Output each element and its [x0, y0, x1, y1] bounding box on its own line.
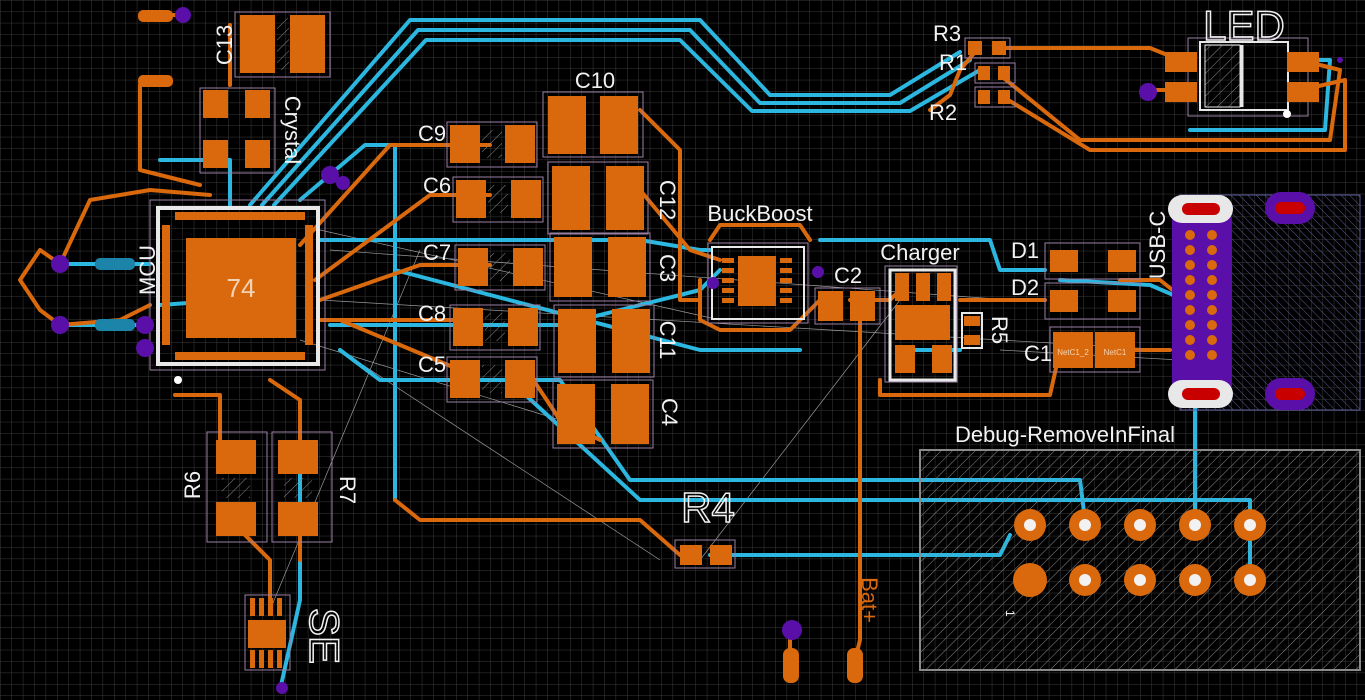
c4-ref-label: C4	[657, 398, 682, 426]
c12-ref-label: C12	[655, 180, 680, 220]
d2-footprint[interactable]: D2	[1011, 275, 1141, 320]
charger-ref-label: Charger	[880, 240, 959, 265]
c11-footprint[interactable]: C11	[553, 304, 680, 378]
r3-ref-label: R3	[933, 21, 961, 46]
r4-ref-label: R4	[681, 484, 735, 531]
c11-ref-label: C11	[655, 321, 680, 360]
se-ref-label: SE	[301, 608, 348, 664]
c1-pad-net-1: NetC1_2	[1057, 348, 1089, 357]
debug-ref-label: Debug-RemoveInFinal	[955, 422, 1175, 447]
c5-ref-label: C5	[418, 352, 446, 377]
d1-ref-label: D1	[1011, 238, 1039, 263]
c7-footprint[interactable]: C7	[423, 240, 546, 291]
usb-c-footprint[interactable]: USB-C	[1145, 192, 1361, 411]
r6-footprint[interactable]: R6	[180, 431, 268, 543]
usb-c-pins	[1185, 230, 1217, 360]
r2-ref-label: R2	[929, 100, 957, 125]
usb-c-ref-label: USB-C	[1145, 211, 1170, 280]
pad-top-left-2	[138, 75, 173, 87]
r4-footprint[interactable]: R4	[674, 483, 736, 569]
c3-footprint[interactable]: C3	[549, 232, 680, 302]
mcu-ref-label: MCU	[135, 245, 160, 295]
r2-footprint[interactable]: R2	[929, 86, 1016, 125]
mcu-pin1-marker	[174, 376, 182, 384]
c10-footprint[interactable]: C10	[542, 68, 644, 158]
mcu-footprint[interactable]: 74 MCU	[135, 199, 326, 384]
c9-footprint[interactable]: C9	[418, 121, 538, 168]
c8-ref-label: C8	[418, 301, 446, 326]
c9-ref-label: C9	[418, 121, 446, 146]
c13-footprint[interactable]: C13	[212, 11, 331, 78]
c7-ref-label: C7	[423, 240, 451, 265]
charger-footprint[interactable]: Charger	[880, 240, 960, 383]
mcu-body-text: 74	[227, 273, 256, 303]
mcu-pins	[162, 212, 313, 360]
led-footprint[interactable]: LED	[1165, 1, 1319, 118]
bat-plus-footprint[interactable]: Bat+	[782, 577, 882, 683]
r7-ref-label: R7	[335, 476, 360, 504]
r6-ref-label: R6	[180, 471, 205, 499]
c3-ref-label: C3	[655, 254, 680, 282]
c1-footprint[interactable]: NetC1_2 NetC1 C1	[1024, 326, 1141, 373]
vias	[51, 7, 1343, 357]
bat-plus-ref-label: Bat+	[857, 577, 882, 623]
c8-footprint[interactable]: C8	[418, 301, 541, 351]
c4-footprint[interactable]: C4	[552, 379, 682, 449]
c2-footprint[interactable]: C2	[814, 263, 881, 325]
c5-footprint[interactable]: C5	[418, 352, 538, 403]
r3-footprint[interactable]: R3	[933, 21, 1011, 59]
debug-pin1-label: 1	[1003, 610, 1017, 617]
crystal-ref-label: Crystal	[280, 96, 305, 164]
r5-footprint[interactable]: R5	[961, 312, 1012, 349]
mcu-body-pad	[186, 238, 296, 338]
debug-header-pins	[1013, 509, 1266, 597]
c10-ref-label: C10	[575, 68, 615, 93]
d2-ref-label: D2	[1011, 275, 1039, 300]
crystal-footprint[interactable]: Crystal	[199, 87, 305, 174]
bottom-pad-2	[95, 319, 135, 331]
c1-ref-label: C1	[1024, 341, 1052, 366]
c13-ref-label: C13	[212, 25, 237, 65]
buckboost-ref-label: BuckBoost	[707, 201, 812, 226]
led-ref-label: LED	[1203, 2, 1285, 49]
r1-ref-label: R1	[939, 50, 967, 75]
r5-ref-label: R5	[987, 316, 1012, 344]
c6-footprint[interactable]: C6	[423, 173, 544, 223]
se-footprint[interactable]: SE	[244, 594, 349, 694]
c12-footprint[interactable]: C12	[547, 161, 680, 235]
c6-ref-label: C6	[423, 173, 451, 198]
r1-footprint[interactable]: R1	[939, 50, 1016, 84]
bottom-pad-1	[95, 258, 135, 270]
debug-header-footprint[interactable]: 1 Debug-RemoveInFinal	[919, 422, 1361, 671]
c1-pad-net-2: NetC1	[1104, 348, 1127, 357]
buckboost-footprint[interactable]: BuckBoost	[707, 201, 824, 324]
mcu-outline	[156, 206, 320, 366]
r7-footprint[interactable]: R7	[271, 431, 360, 543]
c2-ref-label: C2	[834, 263, 862, 288]
mcu-courtyard	[149, 199, 326, 371]
d1-footprint[interactable]: D1	[1011, 238, 1141, 280]
pad-top-left-1	[138, 10, 173, 22]
